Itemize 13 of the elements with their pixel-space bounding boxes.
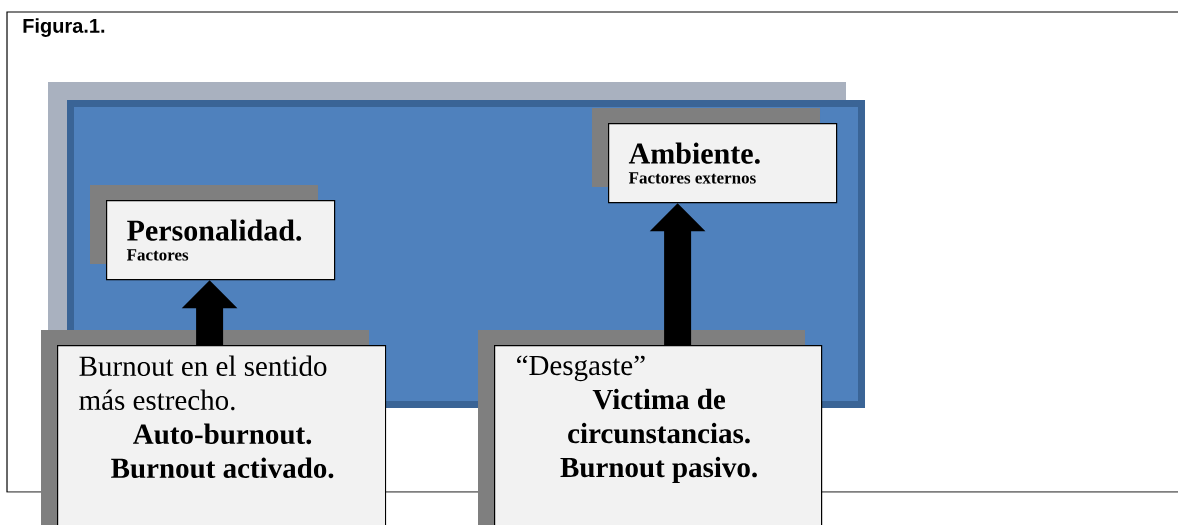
text-box — [106, 200, 336, 281]
text-box — [608, 123, 838, 204]
figure-title: Figura.1. — [23, 18, 105, 37]
burnout-type-text: Auto-burnout. Burnout activado. — [111, 423, 334, 479]
subheading: Factores externos — [628, 172, 756, 184]
description-text: “Desgaste” — [517, 355, 645, 382]
subheading: Factores — [126, 249, 189, 261]
text-box — [494, 345, 823, 525]
heading: Personalidad. — [127, 219, 302, 241]
text-box — [57, 345, 387, 525]
description-text: Burnout en el sentido más estrecho. — [79, 355, 327, 411]
burnout-type-text: Victima de circunstancias. Burnout pasivo. — [560, 388, 757, 484]
heading: Ambiente. — [628, 142, 760, 164]
